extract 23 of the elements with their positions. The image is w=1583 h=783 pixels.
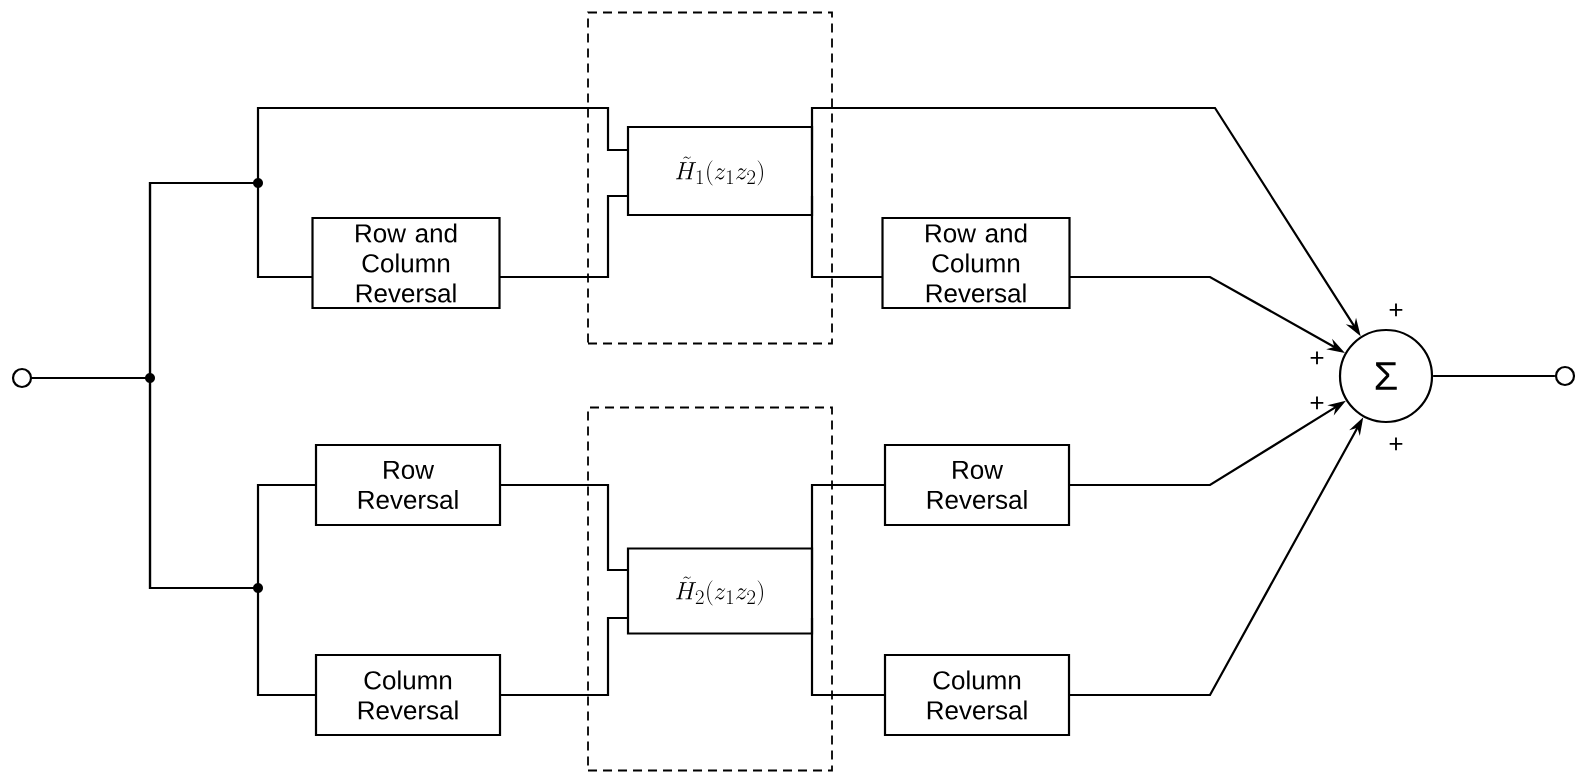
connector-line bbox=[500, 616, 628, 697]
connector-line bbox=[499, 194, 628, 279]
connector-line bbox=[32, 376, 316, 697]
filter-box: $\tilde{H}_2(z_1 z_2)$ bbox=[626, 547, 814, 635]
dashed-enclosure bbox=[587, 11, 833, 345]
reversal-box: Column Reversal bbox=[883, 653, 1071, 737]
reversal-box: Row and Column Reversal bbox=[881, 216, 1071, 310]
reversal-box: Row and Column Reversal bbox=[311, 216, 501, 310]
output-terminal bbox=[1554, 365, 1576, 387]
connector-line bbox=[810, 196, 883, 279]
summing-junction: Σ bbox=[1338, 328, 1434, 424]
reversal-box: Row Reversal bbox=[314, 443, 502, 527]
input-terminal bbox=[11, 367, 33, 389]
dashed-enclosure bbox=[587, 406, 833, 772]
filter-box: $\tilde{H}_1(z_1 z_2)$ bbox=[626, 125, 814, 217]
connector-line bbox=[500, 483, 628, 572]
sign-label: + bbox=[1310, 351, 1324, 365]
connector-line bbox=[1433, 374, 1555, 378]
reversal-box: Row Reversal bbox=[883, 443, 1071, 527]
reversal-box: Column Reversal bbox=[314, 653, 502, 737]
connector-line bbox=[810, 618, 885, 697]
sign-label: + bbox=[1310, 396, 1324, 410]
connector-line bbox=[810, 483, 885, 570]
